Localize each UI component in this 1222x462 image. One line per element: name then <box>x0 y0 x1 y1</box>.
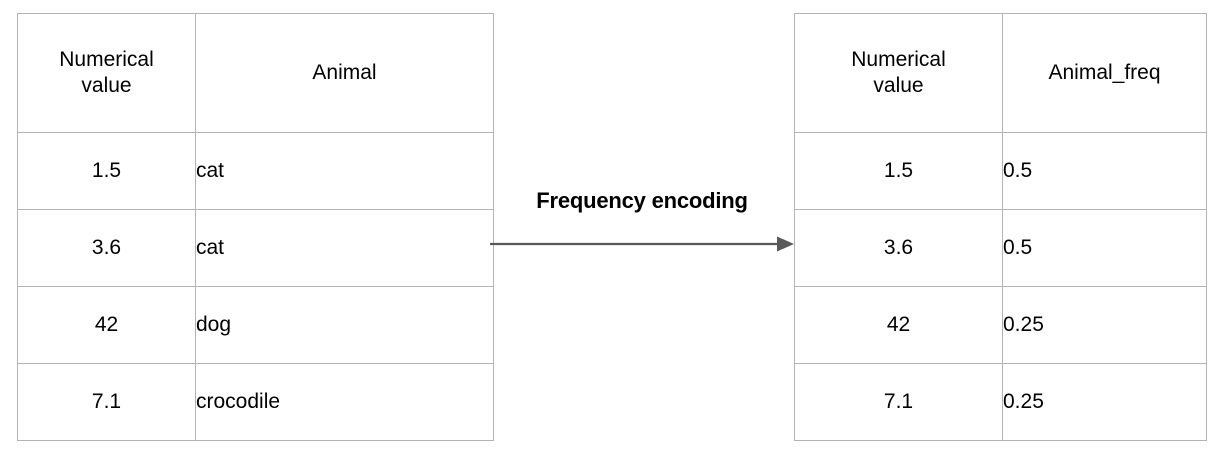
cell-numerical-value: 42 <box>17 286 196 364</box>
cell-animal: cat <box>195 209 494 287</box>
cell-animal: dog <box>195 286 494 364</box>
header-line-2: value <box>81 74 132 97</box>
table-header-row: Numerical value Animal <box>17 13 494 133</box>
header-line-1: Numerical <box>59 47 154 71</box>
transform-label: Frequency encoding <box>536 188 748 213</box>
cell-animal-freq: 0.5 <box>1002 209 1207 287</box>
table-header-row: Numerical value Animal_freq <box>794 13 1207 133</box>
table-row: 3.6 0.5 <box>794 209 1207 287</box>
cell-numerical-value: 7.1 <box>794 363 1003 441</box>
cell-animal: cat <box>195 132 494 210</box>
cell-numerical-value: 3.6 <box>17 209 196 287</box>
table-row: 3.6 cat <box>17 209 494 287</box>
table-row: 7.1 0.25 <box>794 363 1207 441</box>
cell-animal-freq: 0.25 <box>1002 363 1207 441</box>
header-line-2: value <box>873 74 924 97</box>
cell-numerical-value: 1.5 <box>17 132 196 210</box>
table-row: 1.5 cat <box>17 132 494 210</box>
cell-numerical-value: 42 <box>794 286 1003 364</box>
table-row: 7.1 crocodile <box>17 363 494 441</box>
cell-numerical-value: 1.5 <box>794 132 1003 210</box>
cell-numerical-value: 7.1 <box>17 363 196 441</box>
header-line-1: Numerical <box>851 47 946 71</box>
cell-animal: crocodile <box>195 363 494 441</box>
header-numerical-value: Numerical value <box>17 13 196 133</box>
table-row: 42 dog <box>17 286 494 364</box>
cell-animal-freq: 0.5 <box>1002 132 1207 210</box>
cell-animal-freq: 0.25 <box>1002 286 1207 364</box>
source-table: Numerical value Animal 1.5 cat 3.6 cat 4… <box>17 13 494 441</box>
table-row: 1.5 0.5 <box>794 132 1207 210</box>
result-table: Numerical value Animal_freq 1.5 0.5 3.6 … <box>794 13 1207 441</box>
cell-numerical-value: 3.6 <box>794 209 1003 287</box>
transform-group: Frequency encoding <box>489 188 795 258</box>
table-row: 42 0.25 <box>794 286 1207 364</box>
arrow-right-icon <box>490 236 794 252</box>
header-animal-freq: Animal_freq <box>1002 13 1207 133</box>
header-numerical-value: Numerical value <box>794 13 1003 133</box>
header-animal: Animal <box>195 13 494 133</box>
